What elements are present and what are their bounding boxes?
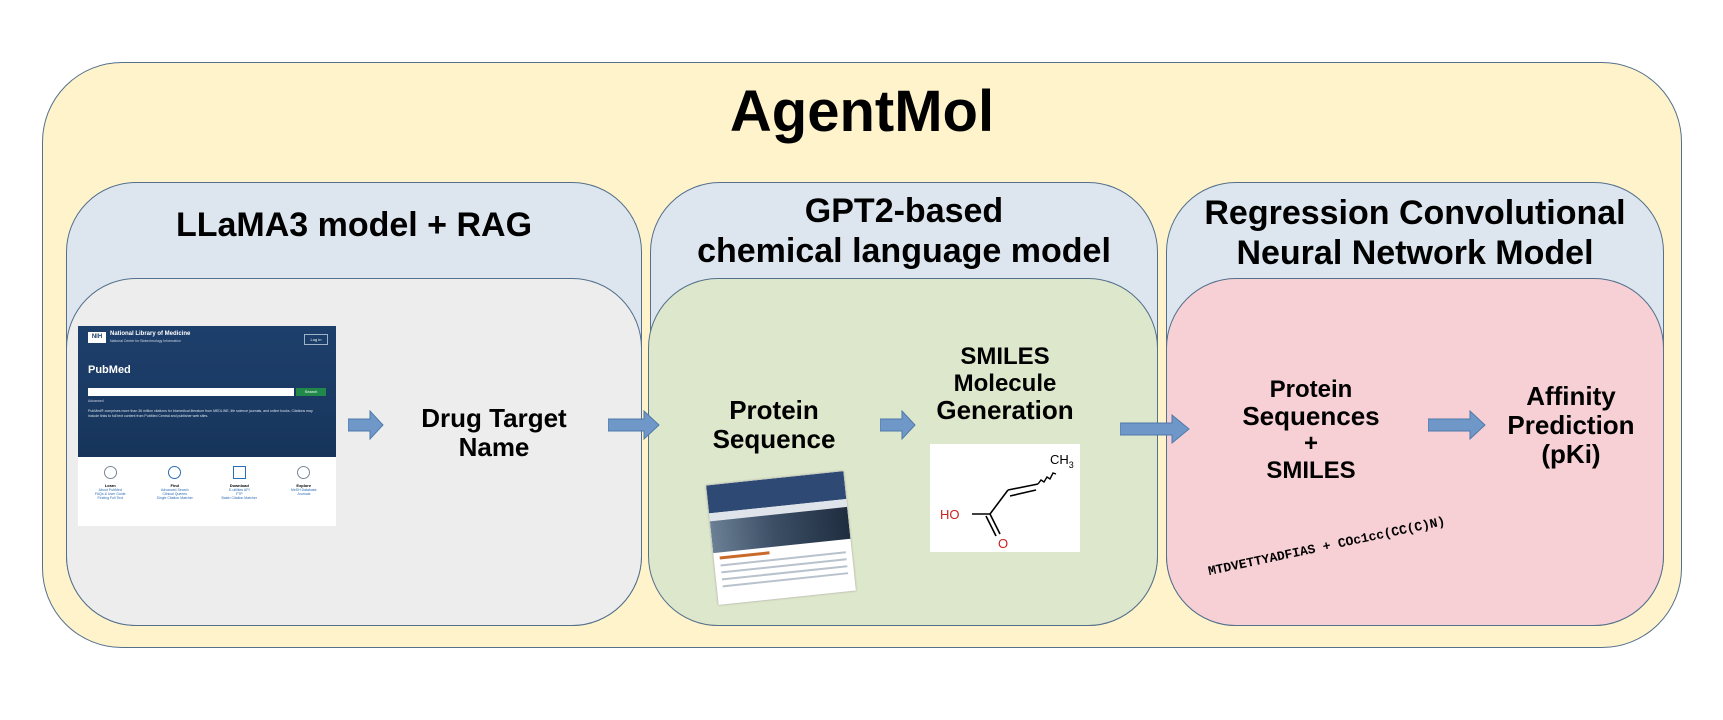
combo-line4: SMILES [1266,457,1356,484]
col-link[interactable]: Journals [297,492,311,496]
arrow-target-to-protein [608,410,660,440]
pubmed-logo: PubMed [88,364,131,376]
combo-label: Protein Sequences + SMILES [1216,376,1406,484]
advanced-link[interactable]: Advanced [88,399,104,403]
o-label: O [998,536,1008,551]
drug-target-line2: Name [458,432,530,462]
col-link[interactable]: FAQs & User Guide [94,492,126,496]
pubmed-col-learn: Learn About PubMed FAQs & User Guide Fin… [80,466,140,500]
learn-icon [103,466,117,479]
combo-line2: Sequences [1242,401,1380,431]
diagram-title: AgentMol [729,79,995,144]
col-link[interactable]: MeSH Database [290,488,317,492]
download-icon [232,466,246,479]
db-row [722,572,849,588]
ch3-subscript: 3 [1069,460,1074,470]
smiles-line2: Molecule [953,370,1057,397]
explore-icon [297,466,311,479]
affinity-line3: (pKi) [1541,439,1601,469]
pubmed-columns: Learn About PubMed FAQs & User Guide Fin… [78,466,336,500]
col-heading: Download [229,483,249,488]
db-table-header [719,551,771,560]
panel-gpt2-title-line2: chemical language model [697,232,1111,270]
arrow-combo-to-affinity [1428,410,1486,440]
col-link[interactable]: Single Citation Matcher [156,496,193,500]
search-input[interactable] [88,388,294,396]
ho-label: HO [940,507,960,522]
protein-line1: Protein [729,395,819,425]
login-button[interactable]: Log in [304,334,328,345]
find-icon [168,466,182,479]
panel-cnn-title-line1: Regression Convolutional [1204,194,1626,232]
arrow-protein-to-smiles [880,410,916,440]
protein-db-screenshot [706,471,856,605]
col-heading: Explore [296,483,312,488]
pubmed-blurb: PubMed® comprises more than 36 million c… [88,409,313,418]
panel-cnn-title: Regression Convolutional Neural Network … [1166,193,1664,273]
nih-badge: NIH [88,332,106,343]
combo-line1: Protein [1269,376,1353,403]
smiles-line1: SMILES [960,343,1050,370]
smiles-generation-label: SMILES Molecule Generation [910,343,1100,424]
panel-llama3-title: LLaMA3 model + RAG [175,206,533,244]
drug-target-line1: Drug Target [421,403,567,433]
affinity-line2: Prediction [1507,410,1635,440]
pubmed-header: NIH National Library of Medicine Nationa… [78,326,336,457]
panel-gpt2-title-line1: GPT2-based [804,192,1004,230]
nlm-subname: National Center for Biotechnology Inform… [110,339,181,343]
combo-line3: + [1303,430,1318,457]
col-link[interactable]: Advanced Search [160,488,189,492]
molecule-structure: CH3 HO O [930,444,1080,552]
col-link[interactable]: Batch Citation Matcher [221,496,257,500]
panel-cnn-title-line2: Neural Network Model [1236,234,1594,272]
panel-gpt2-title: GPT2-based chemical language model [650,191,1158,271]
arrow-pubmed-to-target [348,410,384,440]
col-link[interactable]: Finding Full Text [97,496,123,500]
pubmed-screenshot: NIH National Library of Medicine Nationa… [78,326,336,526]
smiles-line3: Generation [936,395,1074,425]
panel-cnn-body [1166,278,1664,626]
pubmed-col-explore: Explore MeSH Database Journals [274,466,334,500]
pubmed-col-download: Download E-utilities API FTP Batch Citat… [209,466,269,500]
drug-target-label: Drug Target Name [394,404,594,462]
col-heading: Find [170,483,179,488]
col-link[interactable]: FTP [235,492,243,496]
col-link[interactable]: E-utilities API [228,488,250,492]
search-button[interactable]: Search [296,388,326,396]
affinity-line1: Affinity [1526,381,1616,411]
protein-line2: Sequence [712,424,836,454]
arrow-panel2-to-panel3 [1120,414,1190,444]
ch3-label: CH3 [1050,452,1074,470]
pubmed-col-find: Find Advanced Search Clinical Queries Si… [145,466,205,500]
col-link[interactable]: Clinical Queries [162,492,187,496]
col-link[interactable]: About PubMed [98,488,122,492]
protein-sequence-label: Protein Sequence [684,396,864,454]
affinity-label: Affinity Prediction (pKi) [1486,382,1656,469]
nlm-name: National Library of Medicine [110,331,191,337]
col-heading: Learn [104,483,116,488]
